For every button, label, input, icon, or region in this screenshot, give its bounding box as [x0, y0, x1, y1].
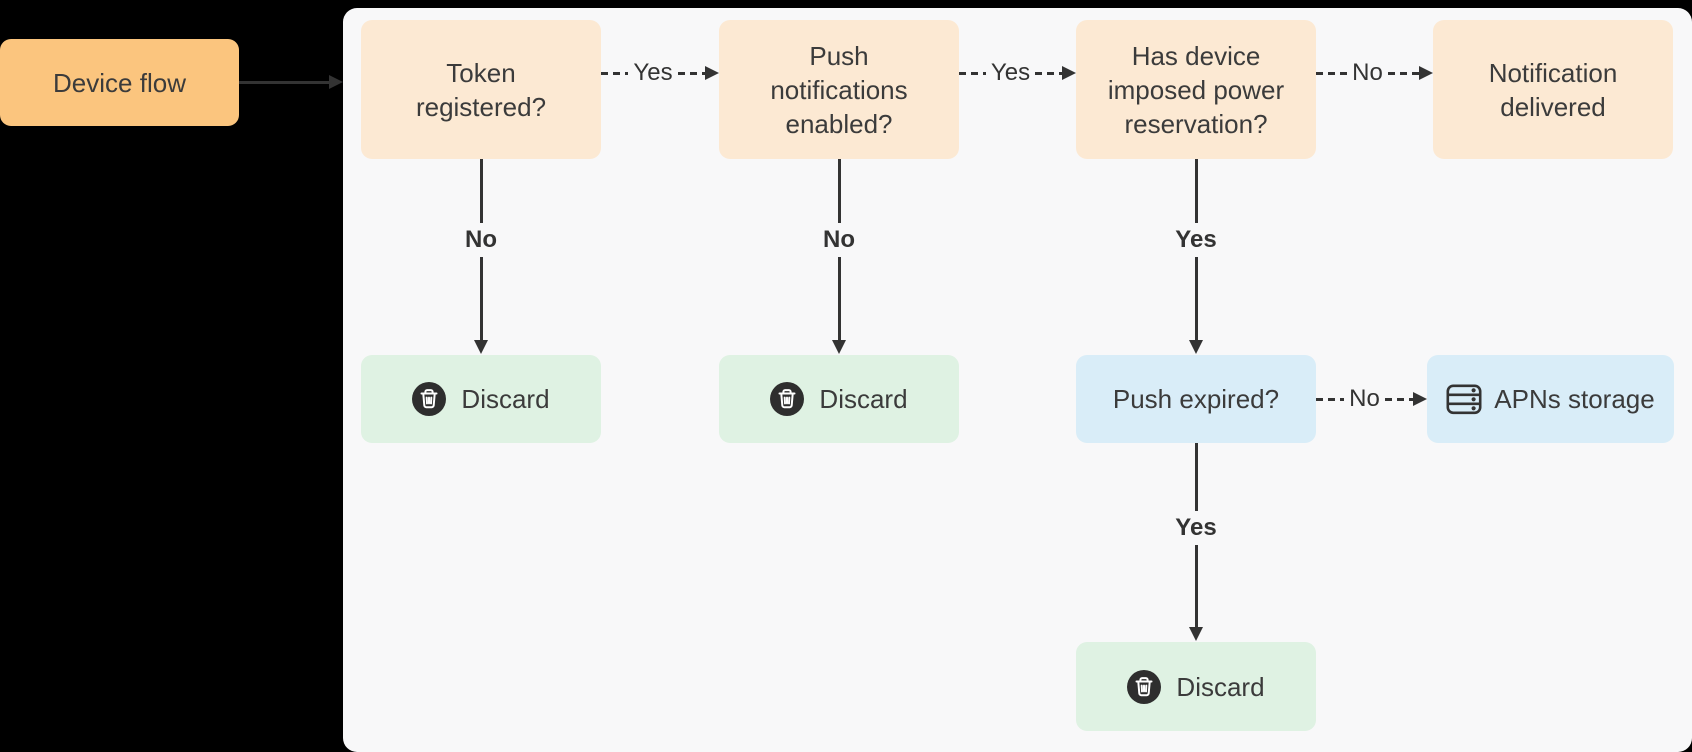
edge-line: [837, 257, 841, 340]
node-discard-expired: Discard: [1076, 642, 1316, 731]
edge-label: No: [465, 226, 497, 253]
edge-label: No: [1352, 59, 1383, 86]
server-storage-icon: [1446, 383, 1482, 415]
arrowhead-right-icon: [1419, 66, 1433, 80]
node-token-registered: Token registered?: [361, 20, 601, 159]
edge-line: [1035, 71, 1062, 75]
trash-icon: [412, 382, 447, 416]
arrowhead-down-icon: [832, 340, 846, 354]
edge-line: [677, 71, 705, 75]
node-push-enabled: Push notifications enabled?: [719, 20, 959, 159]
edge-line: [1194, 257, 1198, 340]
edge-label: Yes: [633, 59, 673, 86]
arrowhead-down-icon: [1189, 627, 1203, 641]
node-push-enabled-label: Push notifications enabled?: [770, 40, 908, 139]
trash-icon: [770, 382, 805, 416]
edge-line: [1387, 71, 1419, 75]
edge-token-to-discard: No: [441, 159, 521, 354]
edge-label: Yes: [990, 59, 1031, 86]
node-push-expired-label: Push expired?: [1112, 384, 1280, 414]
edge-token-to-push: Yes: [601, 59, 719, 87]
node-push-expired: Push expired?: [1076, 355, 1316, 443]
node-discard-push-label: Discard: [819, 384, 908, 414]
trash-icon: [1127, 669, 1162, 704]
node-discard-token-label: Discard: [461, 384, 550, 414]
edge-label: No: [1349, 385, 1380, 412]
edge-line: [1316, 71, 1348, 75]
edge-line: [1316, 397, 1345, 401]
node-discard-expired-label: Discard: [1176, 671, 1265, 702]
edge-push-to-power: Yes: [959, 59, 1076, 87]
edge-power-to-expired: Yes: [1156, 159, 1236, 354]
node-token-registered-label: Token registered?: [415, 57, 547, 122]
node-notification-delivered-label: Notification delivered: [1488, 57, 1618, 122]
edge-line: [959, 71, 986, 75]
edge-line: [479, 257, 483, 340]
edge-line: [1194, 159, 1198, 223]
node-discard-token: Discard: [361, 355, 601, 443]
arrowhead-right-icon: [705, 66, 719, 80]
node-device-flow: Device flow: [0, 39, 239, 126]
edge-line: [1194, 545, 1198, 627]
edge-line: [601, 71, 629, 75]
node-notification-delivered: Notification delivered: [1433, 20, 1673, 159]
arrowhead-right-icon: [1413, 392, 1427, 406]
arrowhead-right-icon: [329, 75, 343, 89]
edge-label: Yes: [1175, 226, 1217, 253]
edge-entry-to-canvas: [239, 68, 343, 96]
edge-power-to-delivered: No: [1316, 59, 1433, 87]
edge-label: No: [823, 226, 855, 253]
edge-line: [1384, 397, 1413, 401]
edge-line: [479, 159, 483, 223]
node-power-reservation: Has device imposed power reservation?: [1076, 20, 1316, 159]
edge-line: [1194, 443, 1198, 511]
node-apns-storage-label: APNs storage: [1494, 384, 1655, 414]
edge-expired-to-storage: No: [1316, 385, 1427, 413]
arrowhead-down-icon: [474, 340, 488, 354]
node-device-flow-label: Device flow: [53, 67, 186, 98]
node-power-reservation-label: Has device imposed power reservation?: [1107, 40, 1285, 139]
edge-line: [837, 159, 841, 223]
arrowhead-right-icon: [1062, 66, 1076, 80]
edge-expired-to-discard: Yes: [1156, 443, 1236, 641]
edge-push-to-discard: No: [799, 159, 879, 354]
edge-line: [239, 80, 329, 84]
node-apns-storage: APNs storage: [1427, 355, 1674, 443]
edge-label: Yes: [1175, 514, 1217, 541]
arrowhead-down-icon: [1189, 340, 1203, 354]
node-discard-push: Discard: [719, 355, 959, 443]
